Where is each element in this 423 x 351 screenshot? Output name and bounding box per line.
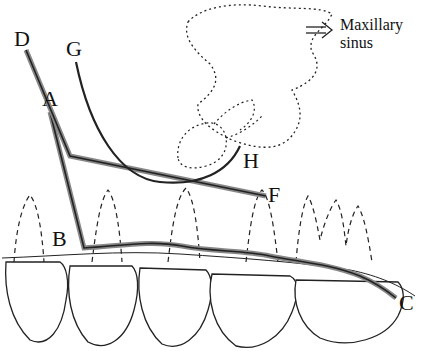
- double-arrow: [306, 22, 332, 38]
- line-letter: D: [14, 28, 30, 50]
- line-df: [26, 50, 266, 196]
- line-letter: F: [268, 184, 280, 206]
- curve-gh: [76, 62, 240, 183]
- line-letter: H: [243, 150, 259, 172]
- region-label: Maxillary sinus: [340, 16, 420, 53]
- line-letter: G: [66, 38, 82, 60]
- tooth-crowns: [6, 262, 404, 347]
- line-letter: A: [42, 88, 58, 110]
- tooth-roots: [14, 188, 372, 262]
- maxillary-sinus-outline: [187, 5, 332, 147]
- line-abc: [50, 112, 396, 298]
- line-letter: B: [52, 228, 67, 250]
- line-letter: C: [399, 292, 414, 314]
